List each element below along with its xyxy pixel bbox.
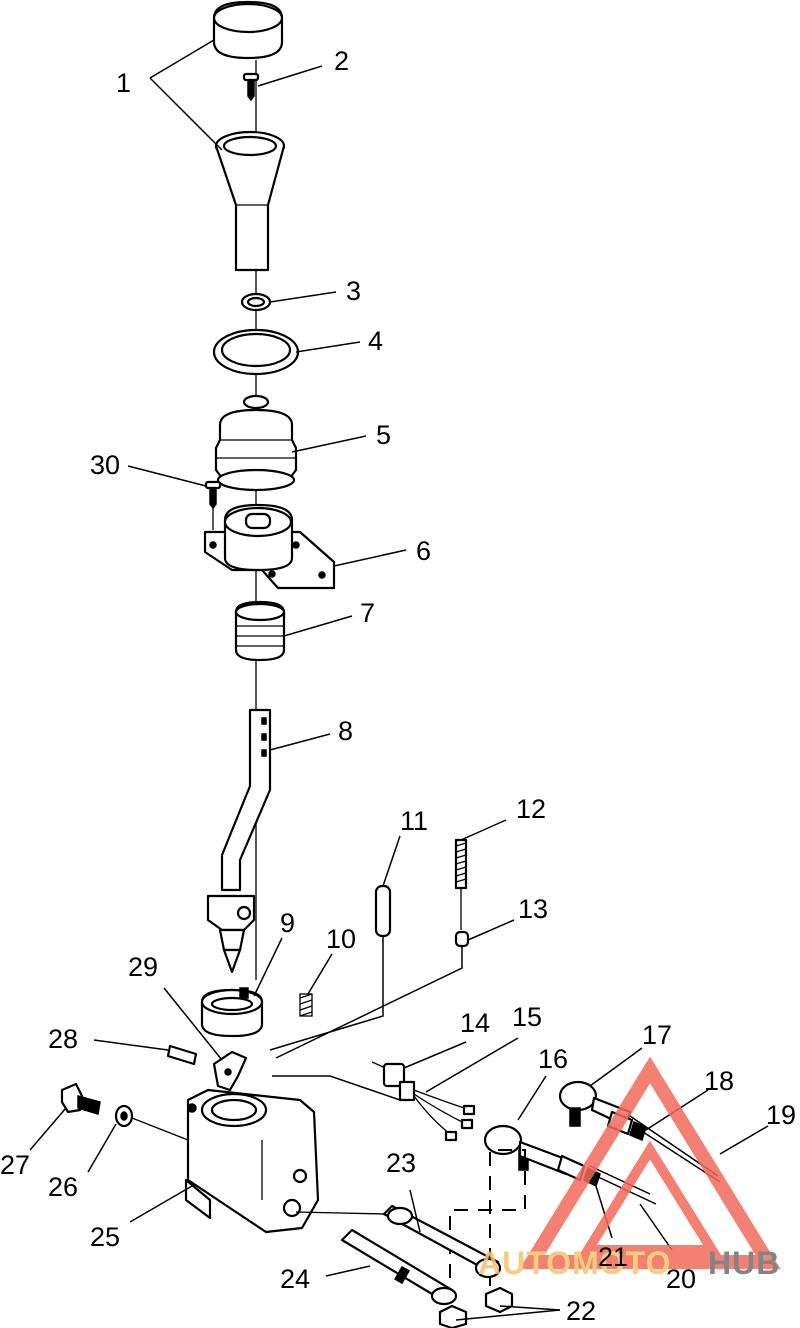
part-1-shift-knob [212, 0, 286, 272]
callout-24: 24 [280, 1264, 310, 1294]
callout-7: 7 [360, 598, 375, 628]
callout-9: 9 [280, 908, 295, 938]
part-27-bolt [60, 1082, 101, 1115]
callout-30: 30 [90, 450, 120, 480]
callout-27: 27 [0, 1150, 30, 1180]
part-2-screw [242, 72, 260, 102]
callout-28: 28 [48, 1024, 78, 1054]
callout-3: 3 [346, 276, 361, 306]
callout-4: 4 [368, 326, 383, 356]
callout-8: 8 [338, 716, 353, 746]
callout-5: 5 [376, 420, 391, 450]
callout-18: 18 [704, 1066, 734, 1096]
watermark-hub-text: HUB [708, 1245, 780, 1281]
callout-14: 14 [460, 1008, 490, 1038]
part-7-bushing [234, 600, 286, 662]
part-30-screw [204, 480, 222, 530]
part-3-ring [240, 292, 272, 312]
watermark-auto-text: AUTOMOTO [478, 1245, 671, 1281]
callout-labels: 1 2 3 4 5 6 7 8 9 10 11 12 13 14 15 16 1… [0, 46, 796, 1326]
callout-20: 20 [666, 1264, 696, 1294]
callout-19: 19 [766, 1100, 796, 1130]
part-26-washer [114, 1104, 189, 1141]
part-14-15-switch-harness [272, 1061, 476, 1142]
part-28-pin [166, 1044, 198, 1066]
callout-16: 16 [538, 1044, 568, 1074]
callout-1: 1 [116, 68, 131, 98]
part-9-collar [200, 987, 264, 1038]
callout-23: 23 [386, 1148, 416, 1178]
callout-22: 22 [566, 1296, 596, 1326]
part-16-ball-joint [483, 1124, 570, 1176]
callout-21: 21 [598, 1242, 628, 1272]
part-13-plunger [275, 930, 470, 1059]
callout-6: 6 [416, 536, 431, 566]
leader-lines [29, 39, 769, 1321]
callout-17: 17 [642, 1020, 672, 1050]
part-8-shift-lever [206, 708, 272, 974]
callout-2: 2 [334, 46, 349, 76]
callout-15: 15 [512, 1002, 542, 1032]
callout-11: 11 [400, 806, 428, 836]
callout-26: 26 [48, 1172, 78, 1202]
callout-10: 10 [326, 924, 356, 954]
callout-13: 13 [518, 894, 548, 924]
watermark-logo: AUTOMOTO HUB [478, 1056, 781, 1281]
part-4-large-ring [212, 328, 300, 376]
part-10-spring [299, 993, 313, 1017]
part-29-lever [212, 1050, 248, 1092]
part-23-24-rods [340, 1204, 502, 1306]
callout-25: 25 [90, 1222, 120, 1252]
part-6-mounting-plate [203, 503, 336, 590]
callout-29: 29 [128, 952, 158, 982]
part-25-housing [184, 1088, 385, 1234]
part-5-boot [214, 394, 298, 492]
part-12-spring [454, 838, 468, 930]
callout-12: 12 [516, 794, 546, 824]
